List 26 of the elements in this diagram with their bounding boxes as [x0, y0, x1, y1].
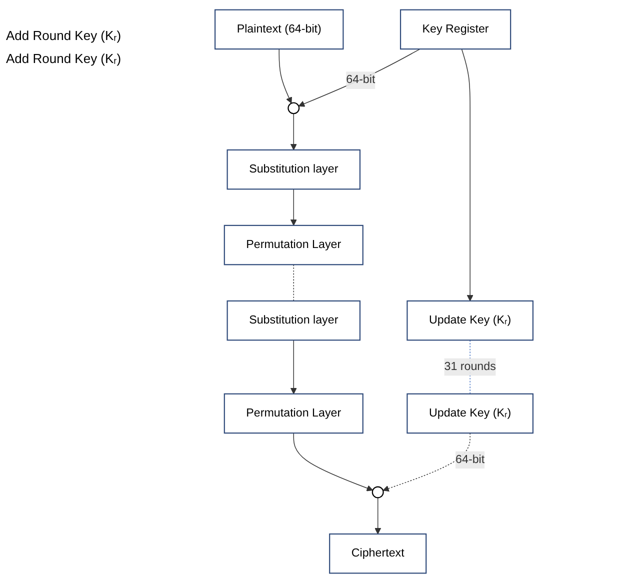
arrow [290, 113, 296, 150]
node-box: Substitution layer [226, 300, 360, 341]
note-text: Add Round Key (Kᵣ) [6, 51, 122, 66]
arrow [460, 48, 473, 302]
node-box: Ciphertext [328, 533, 426, 574]
arrow [374, 497, 381, 534]
arrow [298, 48, 420, 107]
arrow [292, 432, 373, 492]
node-circle [287, 102, 300, 114]
note-text: Add Round Key (Kᵣ) [6, 28, 122, 43]
node-box: Permutation Layer [223, 224, 363, 266]
node-box: Update Key (Kᵣ) [406, 393, 533, 434]
edge-label: 64-bit [346, 74, 375, 86]
node-box: Key Register [399, 9, 511, 50]
node-box: Plaintext (64-bit) [214, 9, 344, 50]
edge-label: 64-bit [455, 453, 484, 466]
edge-label: 31 rounds [444, 360, 496, 373]
arrow [382, 432, 470, 492]
arrow [278, 48, 292, 104]
connector [292, 264, 294, 302]
node-box: Permutation Layer [223, 393, 363, 434]
node-circle [371, 486, 384, 498]
node-box: Update Key (Kᵣ) [406, 300, 533, 341]
arrow [290, 340, 296, 394]
arrow [290, 188, 296, 226]
node-box: Substitution layer [226, 149, 360, 190]
